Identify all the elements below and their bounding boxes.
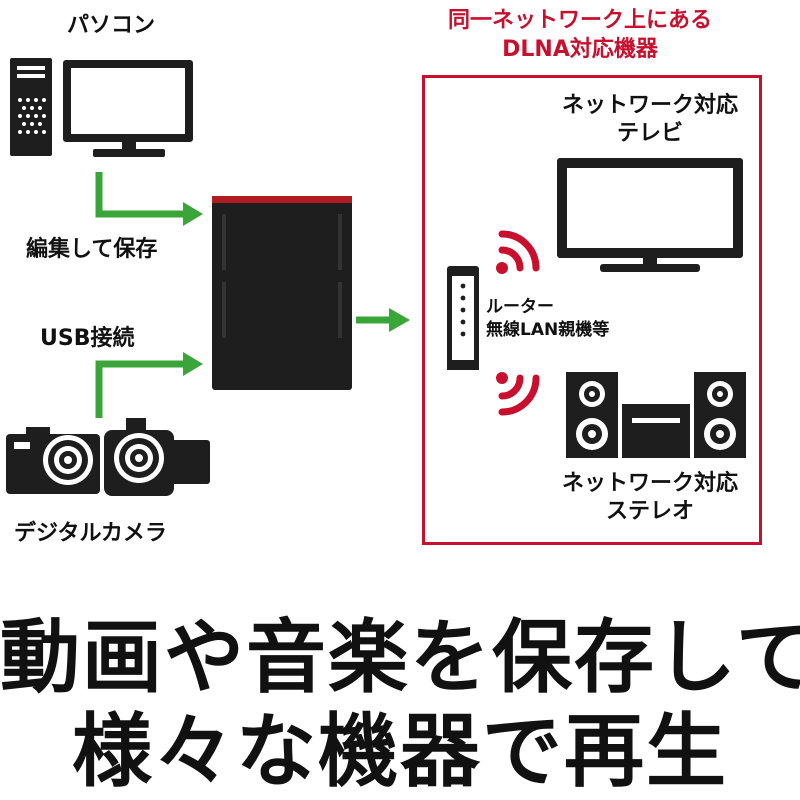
stereo-label: ネットワーク対応 ステレオ [540, 470, 760, 525]
router-label: ルーター 無線LAN親機等 [486, 296, 609, 342]
router-label-line2: 無線LAN親機等 [486, 319, 610, 340]
wifi-signal-icon [496, 372, 540, 416]
nas-icon [212, 196, 352, 390]
stereo-label-line2: ステレオ [605, 498, 694, 524]
monitor-icon [63, 60, 193, 157]
pc-tower-icon [10, 58, 52, 156]
dlna-title: 同一ネットワーク上にある DLNA対応機器 [430, 6, 730, 64]
stereo-icon [566, 372, 746, 458]
tv-label-line2: テレビ [616, 120, 683, 146]
camera-label: デジタルカメラ [14, 521, 167, 546]
save-edit-label: 編集して保存 [26, 237, 158, 262]
headline-line1: 動画や音楽を保存して [0, 611, 800, 704]
tv-label: ネットワーク対応 テレビ [540, 92, 760, 147]
tv-icon [557, 158, 743, 272]
dlna-title-line1: 同一ネットワーク上にある [447, 8, 712, 33]
video-camera-icon [104, 418, 210, 496]
dlna-title-line2: DLNA対応機器 [502, 37, 658, 63]
router-label-line1: ルーター [486, 297, 554, 317]
diagram-art [6, 58, 746, 496]
pc-label: パソコン [67, 13, 156, 38]
compact-camera-icon [6, 427, 100, 494]
arrow-nas-to-network [356, 308, 410, 332]
headline-line2: 様々な機器で再生 [72, 705, 728, 798]
dlna-network-frame [422, 75, 762, 545]
arrow-camera-to-nas [95, 352, 203, 418]
router-icon [447, 266, 479, 370]
usb-label: USB接続 [40, 326, 135, 351]
stereo-label-line1: ネットワーク対応 [561, 471, 738, 496]
tv-label-line1: ネットワーク対応 [561, 93, 738, 118]
wifi-signal-icon [496, 230, 540, 274]
arrow-pc-to-nas [95, 172, 203, 226]
